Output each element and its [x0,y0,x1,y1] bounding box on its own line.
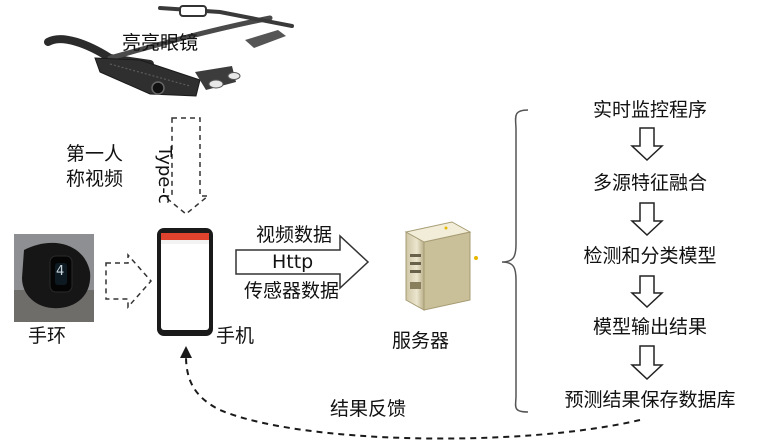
pipeline-arrow-1 [630,127,664,162]
video-source-line2: 称视频 [66,168,124,190]
feedback-curve [185,355,641,440]
pipeline-brace [501,109,529,413]
video-source-line1: 第一人 [66,143,124,165]
band-screen-digit: 4 [56,264,65,279]
transfer-arrow [235,234,370,290]
feedback-arrowhead [180,346,192,358]
type-c-arrow [161,117,211,215]
server-image [404,221,478,311]
pipeline-arrow-2 [630,202,664,237]
type-c-label: Type-c [154,146,175,204]
smart-glasses-image [44,5,294,97]
pipeline-step-1: 实时监控程序 [592,99,707,121]
band-label: 手环 [28,325,67,347]
server-label: 服务器 [392,330,450,352]
pipeline-step-4: 模型输出结果 [592,316,707,338]
pipeline-arrow-4 [630,345,664,381]
pipeline-arrow-3 [630,275,664,309]
band-to-phone-arrow [105,253,153,309]
smart-band-image [14,234,94,322]
pipeline-step-5: 预测结果保存数据库 [564,389,736,411]
pipeline-step-3: 检测和分类模型 [583,245,717,267]
pipeline-step-2: 多源特征融合 [592,172,707,194]
transfer-middle-label: Http [272,251,314,273]
phone-label: 手机 [216,325,255,347]
feedback-label: 结果反馈 [330,398,407,420]
glasses-label: 亮亮眼镜 [122,32,199,54]
phone-image [157,228,213,336]
transfer-bottom-label: 传感器数据 [244,280,340,302]
transfer-top-label: 视频数据 [256,224,333,246]
